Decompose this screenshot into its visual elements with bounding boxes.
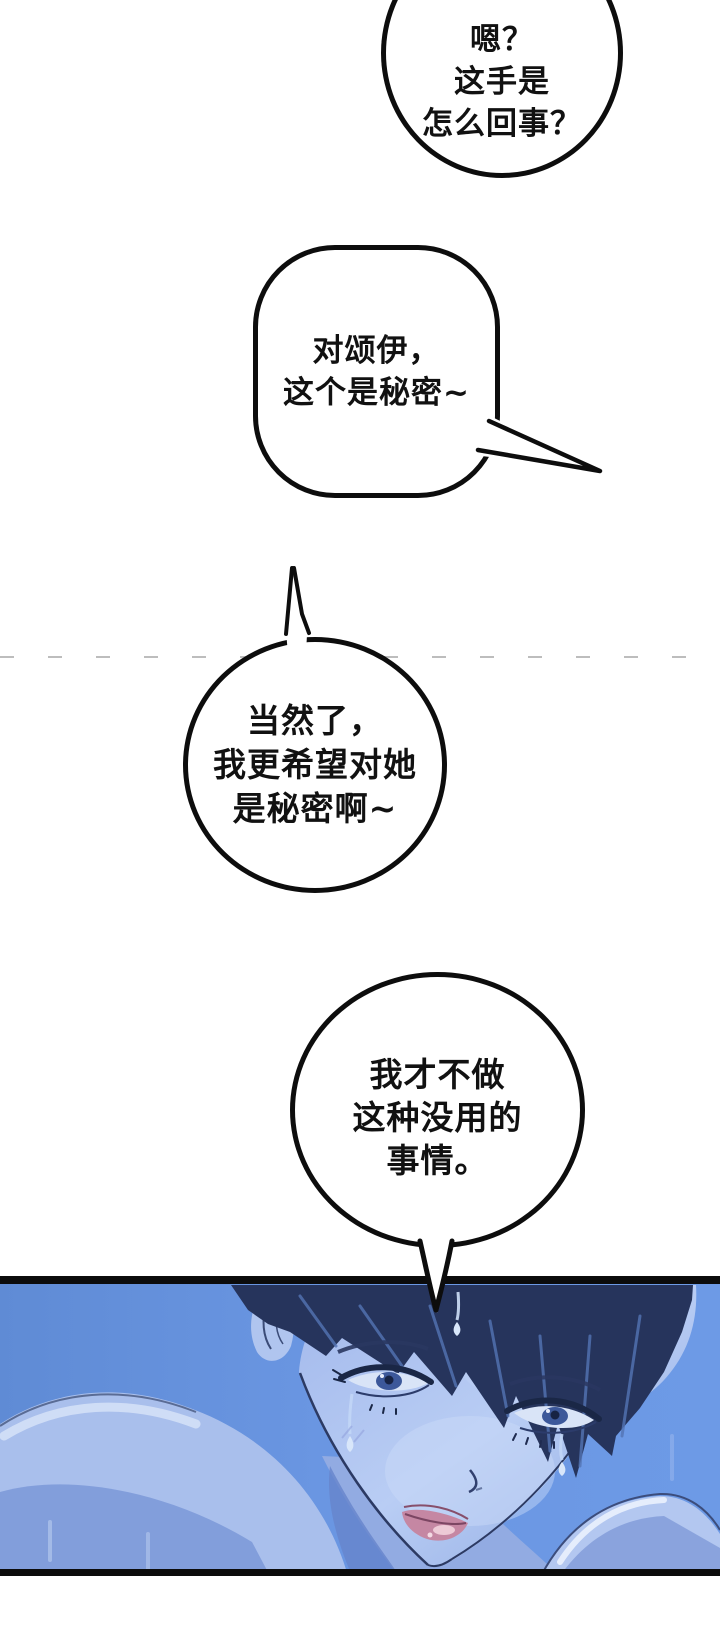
speech-bubble-2: 对颂伊， 这个是秘密~: [253, 245, 500, 498]
character-right-shoulder: [540, 1492, 720, 1576]
bubble-3-spike: [284, 566, 311, 654]
bubble-2-line-2: 这个是秘密~: [283, 374, 470, 411]
sweat-drops: [346, 1291, 566, 1476]
bubble-3-line-2: 我更希望对她: [213, 745, 417, 784]
left-eyebrow: [337, 1340, 429, 1354]
panel-border-top: [0, 1276, 720, 1284]
bubble-4-line-1: 我才不做: [369, 1054, 506, 1094]
bubble-2-line-1: 对颂伊，: [312, 332, 441, 369]
right-eye: [504, 1397, 602, 1449]
nose: [468, 1469, 483, 1494]
bubble-1-line-2: 这手是: [454, 64, 550, 100]
bubble-3-line-1: 当然了，: [247, 701, 383, 740]
artwork-panel: [0, 1276, 720, 1576]
bubble-4-line-3: 事情。: [386, 1140, 489, 1180]
speech-bubble-3: 当然了， 我更希望对她 是秘密啊~: [183, 637, 447, 893]
bubble-3-line-3: 是秘密啊~: [232, 789, 398, 828]
right-eyebrow: [509, 1375, 601, 1392]
left-eye: [332, 1364, 434, 1415]
bubble-4-line-2: 这种没用的: [352, 1097, 523, 1137]
bubble-1-line-3: 怎么回事？: [422, 106, 582, 142]
lips: [402, 1504, 469, 1541]
bubble-1-line-1: 嗯？: [470, 22, 534, 58]
character-left-shoulder: [0, 1392, 348, 1576]
panel-border-bottom: [0, 1569, 720, 1576]
bubble-4-tail: [417, 1237, 455, 1313]
blush-strokes: [341, 1425, 365, 1443]
bubble-2-tail: [468, 412, 603, 474]
